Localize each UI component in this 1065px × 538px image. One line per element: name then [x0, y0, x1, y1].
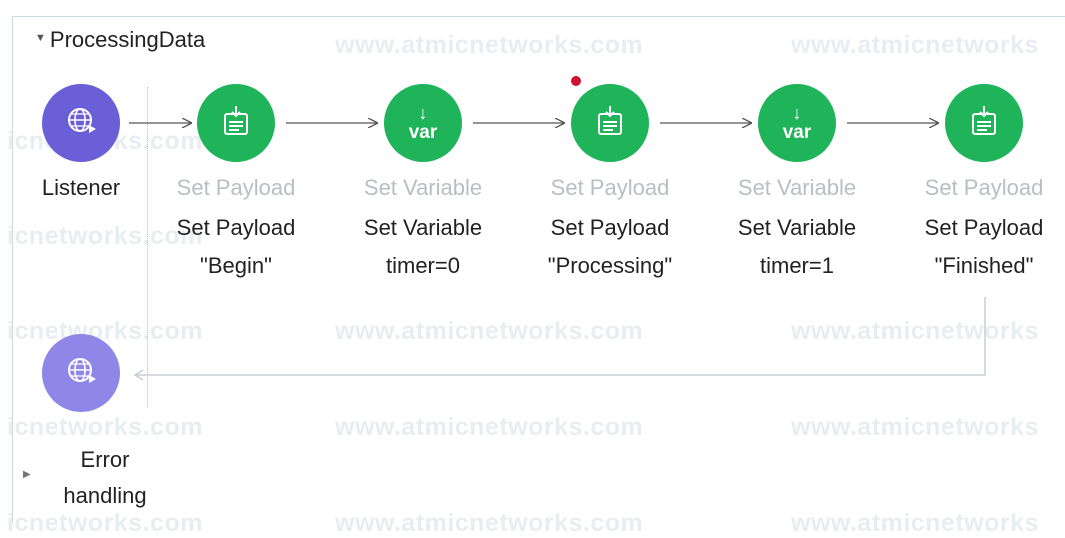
flow-title[interactable]: ▼ProcessingData — [35, 27, 205, 53]
var-icon: ↓var — [782, 103, 812, 143]
step-type-label: Set Variable — [363, 175, 483, 200]
listener-node[interactable] — [42, 84, 120, 162]
step-detail-label: "Begin" — [200, 253, 272, 278]
step-type-label: Set Payload — [550, 175, 670, 200]
payload-icon — [967, 104, 1001, 143]
step-name-label: Set Payload — [924, 215, 1044, 240]
step-name-label: Set Variable — [737, 215, 857, 240]
step-detail-label: timer=1 — [760, 253, 834, 278]
breakpoint-marker[interactable] — [571, 76, 581, 86]
step-name-label: Set Variable — [363, 215, 483, 240]
payload-icon — [593, 104, 627, 143]
flow-connectors — [129, 17, 986, 381]
flow-title-label: ProcessingData — [49, 27, 206, 52]
step-name-label: Set Payload — [176, 215, 296, 240]
set-payload-begin-node[interactable] — [197, 84, 275, 162]
step-detail-label: timer=0 — [386, 253, 460, 278]
step-type-label: Set Payload — [924, 175, 1044, 200]
collapse-triangle-icon[interactable]: ▼ — [35, 32, 46, 44]
expand-triangle-icon[interactable]: ▶ — [23, 469, 31, 480]
step-name-label: Set Payload — [550, 215, 670, 240]
set-payload-processing-node[interactable] — [571, 84, 649, 162]
flow-canvas: www.atmicnetworks.com www.atmicnetworks … — [7, 16, 1065, 537]
listener-label: Listener — [41, 175, 121, 200]
globe-icon — [63, 353, 99, 394]
var-icon: ↓var — [408, 103, 438, 143]
step-type-label: Set Variable — [737, 175, 857, 200]
set-variable-timer0-node[interactable]: ↓var — [384, 84, 462, 162]
step-detail-label: "Processing" — [547, 253, 673, 278]
error-handling-label-line2[interactable]: handling — [63, 483, 147, 508]
return-path — [135, 297, 986, 376]
response-node[interactable] — [42, 334, 120, 412]
source-divider — [147, 87, 148, 407]
globe-icon — [63, 103, 99, 144]
set-variable-timer1-node[interactable]: ↓var — [758, 84, 836, 162]
error-handling-label-line1[interactable]: Error — [80, 447, 130, 472]
return-arrowhead — [133, 369, 144, 381]
set-payload-finished-node[interactable] — [945, 84, 1023, 162]
payload-icon — [219, 104, 253, 143]
step-detail-label: "Finished" — [934, 253, 1034, 278]
step-type-label: Set Payload — [176, 175, 296, 200]
